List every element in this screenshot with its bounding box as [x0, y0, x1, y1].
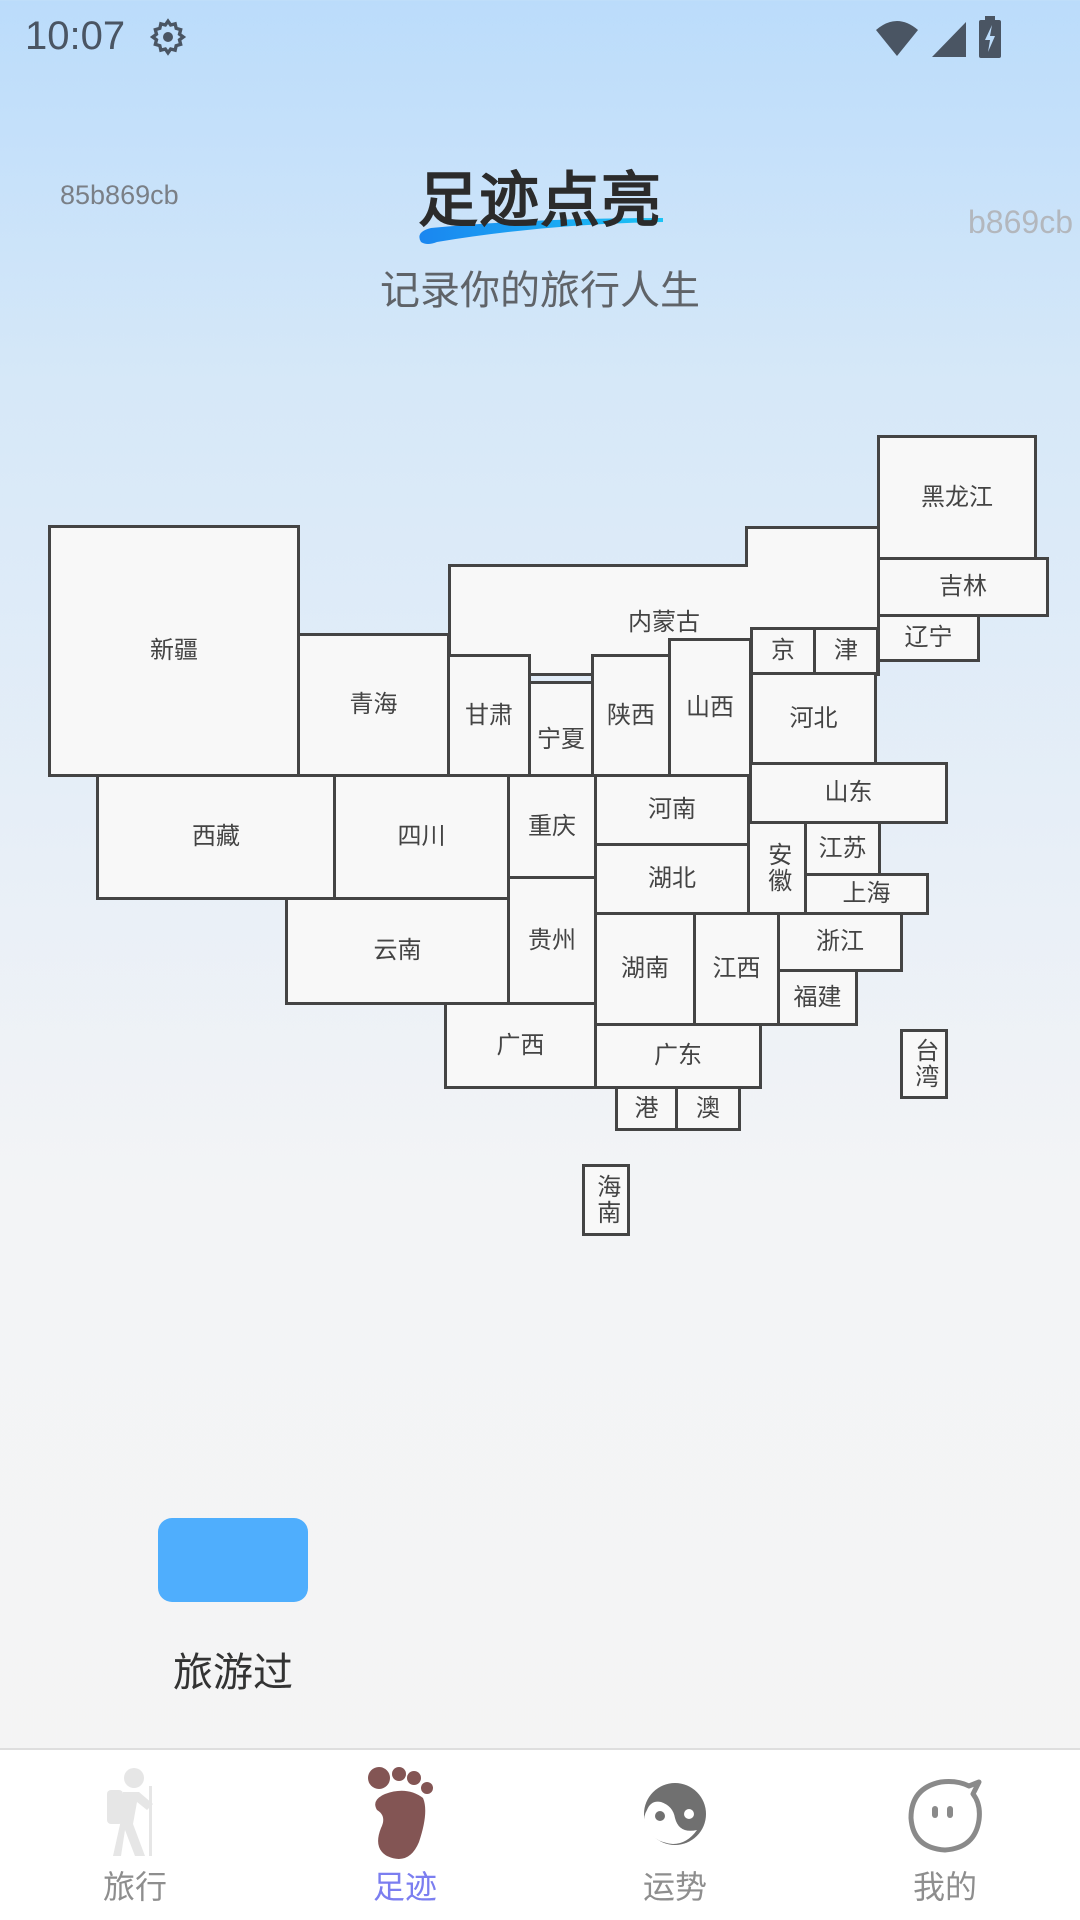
- province-jiangsu[interactable]: 江苏: [804, 821, 881, 876]
- province-gansu[interactable]: 甘肃: [447, 654, 531, 777]
- page-subtitle: 记录你的旅行人生: [380, 268, 700, 314]
- province-jiangxi[interactable]: 江西: [693, 912, 780, 1026]
- bottom-tab-bar: 旅行 足迹 运势 我的: [0, 1748, 1080, 1920]
- legend-label-visited: 旅游过: [173, 1650, 293, 1696]
- province-label: 山西: [686, 692, 734, 721]
- province-label: 河北: [789, 703, 838, 732]
- page-title: 足迹点亮: [418, 166, 662, 236]
- title-wrap: 足迹点亮: [0, 152, 1080, 239]
- province-label: 黑龙江: [921, 482, 993, 511]
- province-macau[interactable]: 澳: [675, 1086, 741, 1131]
- province-shanghai[interactable]: 上海: [804, 873, 929, 915]
- hiker-icon: [107, 1768, 153, 1856]
- province-heilongjiang[interactable]: 黑龙江: [877, 435, 1037, 560]
- province-label: 云南: [373, 936, 422, 965]
- province-label: 河南: [648, 795, 696, 824]
- province-shaanxi[interactable]: 陕西: [591, 654, 671, 777]
- watermark-right: b869cb: [968, 204, 1073, 240]
- province-label: 四川: [397, 822, 446, 851]
- province-label: 内蒙古: [628, 608, 700, 636]
- legend-swatch-visited: [158, 1518, 308, 1602]
- tab-label: 运势: [642, 1868, 707, 1906]
- province-hainan[interactable]: 海南: [582, 1164, 630, 1236]
- province-label: 贵州: [528, 925, 576, 954]
- status-time: 10:07: [25, 14, 126, 58]
- yin-yang-icon: [644, 1783, 706, 1845]
- province-label: 吉林: [939, 572, 987, 601]
- province-guangxi[interactable]: 广西: [444, 1002, 597, 1089]
- province-hunan[interactable]: 湖南: [594, 912, 696, 1026]
- tab-label: 我的: [912, 1868, 977, 1906]
- tab-fortune[interactable]: 运势: [540, 1750, 810, 1920]
- province-label: 澳: [696, 1093, 720, 1122]
- footprint-icon: [368, 1767, 433, 1859]
- province-label: 重庆: [528, 811, 576, 840]
- province-label: 浙江: [816, 927, 864, 956]
- tab-footprint[interactable]: 足迹: [270, 1750, 540, 1920]
- province-label: 青海: [349, 690, 398, 719]
- province-label: 江西: [712, 954, 761, 983]
- province-shandong[interactable]: 山东: [749, 762, 948, 824]
- province-guangdong[interactable]: 广东: [594, 1023, 762, 1089]
- province-taiwan[interactable]: 台湾: [900, 1029, 948, 1099]
- province-label: 山东: [824, 778, 873, 807]
- province-anhui[interactable]: 安徽: [747, 821, 807, 915]
- province-tianjin[interactable]: 津: [813, 627, 879, 675]
- province-label: 辽宁: [904, 623, 953, 652]
- province-yunnan[interactable]: 云南: [285, 897, 510, 1005]
- province-xinjiang[interactable]: 新疆: [48, 525, 300, 777]
- title-underline-swoosh: [419, 218, 663, 244]
- battery-charging-icon: [979, 16, 1001, 58]
- tab-label: 足迹: [372, 1868, 437, 1906]
- status-bar: 10:07: [0, 0, 1080, 75]
- province-label: 湖北: [648, 864, 696, 893]
- gear-icon: [149, 18, 187, 56]
- province-guizhou[interactable]: 贵州: [507, 876, 597, 1005]
- province-label: 福建: [793, 982, 842, 1011]
- province-label: 陕西: [607, 700, 655, 729]
- province-beijing[interactable]: 京: [750, 627, 816, 675]
- province-label: 台湾: [910, 1038, 939, 1090]
- province-hongkong[interactable]: 港: [615, 1086, 678, 1131]
- cell-signal-icon: [932, 22, 966, 57]
- province-label: 甘肃: [465, 700, 513, 729]
- province-label: 湖南: [621, 954, 669, 983]
- province-hebei[interactable]: 河北: [750, 672, 877, 765]
- province-label: 广东: [654, 1041, 702, 1070]
- province-fujian[interactable]: 福建: [777, 969, 858, 1026]
- province-zhejiang[interactable]: 浙江: [777, 912, 903, 972]
- province-hubei[interactable]: 湖北: [594, 843, 750, 915]
- province-shanxi[interactable]: 山西: [668, 638, 752, 777]
- province-label: 港: [634, 1093, 659, 1122]
- province-sichuan[interactable]: 四川: [333, 774, 510, 900]
- chat-face-icon: [908, 1779, 982, 1853]
- province-henan[interactable]: 河南: [594, 774, 750, 846]
- tab-travel[interactable]: 旅行: [0, 1750, 270, 1920]
- province-label: 广西: [496, 1030, 545, 1059]
- province-ningxia[interactable]: 宁夏: [528, 681, 594, 777]
- map-joint-fill: [748, 560, 877, 570]
- province-qinghai[interactable]: 青海: [297, 633, 450, 777]
- wifi-icon: [876, 21, 918, 56]
- tab-mine[interactable]: 我的: [810, 1750, 1080, 1920]
- province-label: 安徽: [763, 842, 792, 894]
- tab-label: 旅行: [102, 1868, 167, 1906]
- province-label: 江苏: [818, 833, 867, 862]
- province-xizang[interactable]: 西藏: [96, 774, 336, 900]
- province-label: 宁夏: [537, 725, 585, 754]
- china-province-map: 黑龙江 吉林 辽宁 新疆 内蒙古 青海 甘肃 宁夏 陕西 山西 京 津 河北 山…: [48, 435, 1049, 1236]
- province-label: 京: [771, 636, 795, 665]
- province-label: 上海: [842, 879, 891, 908]
- province-label: 西藏: [192, 822, 240, 851]
- watermark-left: 85b869cb: [60, 180, 179, 210]
- province-jilin[interactable]: 吉林: [877, 557, 1049, 617]
- province-chongqing[interactable]: 重庆: [507, 774, 597, 879]
- province-label: 新疆: [150, 636, 198, 665]
- province-liaoning[interactable]: 辽宁: [877, 614, 980, 662]
- province-label: 津: [834, 636, 858, 665]
- province-label: 海南: [592, 1174, 621, 1226]
